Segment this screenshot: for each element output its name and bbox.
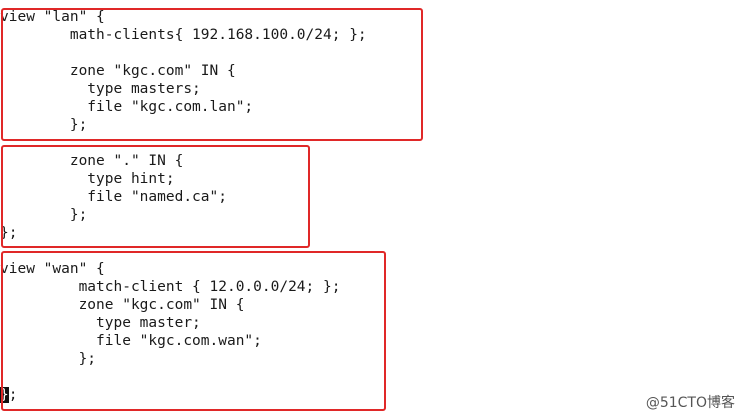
code-line: type master; xyxy=(0,315,201,331)
code-line: }; xyxy=(0,207,88,223)
code-line: file "named.ca"; xyxy=(0,189,227,205)
code-line: type masters; xyxy=(0,81,201,97)
code-line: math-clients{ 192.168.100.0/24; }; xyxy=(0,27,367,43)
code-line: }; xyxy=(0,225,18,241)
code-line: }; xyxy=(0,351,97,367)
code-line: file "kgc.com.lan"; xyxy=(0,99,254,115)
code-line: zone "kgc.com" IN { xyxy=(0,63,236,79)
code-line: view "lan" { xyxy=(0,9,105,25)
code-line: type hint; xyxy=(0,171,175,187)
code-line: view "wan" { xyxy=(0,261,105,277)
text-cursor[interactable]: } xyxy=(0,387,9,403)
code-line: zone "kgc.com" IN { xyxy=(0,297,245,313)
code-line: zone "." IN { xyxy=(0,153,184,169)
watermark: @51CTO博客 xyxy=(645,395,735,411)
cursor-line-tail: ; xyxy=(8,387,18,403)
code-line: match-client { 12.0.0.0/24; }; xyxy=(0,279,341,295)
code-line: }; xyxy=(0,117,88,133)
cursor-line[interactable]: }; xyxy=(0,386,17,404)
code-line: file "kgc.com.wan"; xyxy=(0,333,262,349)
